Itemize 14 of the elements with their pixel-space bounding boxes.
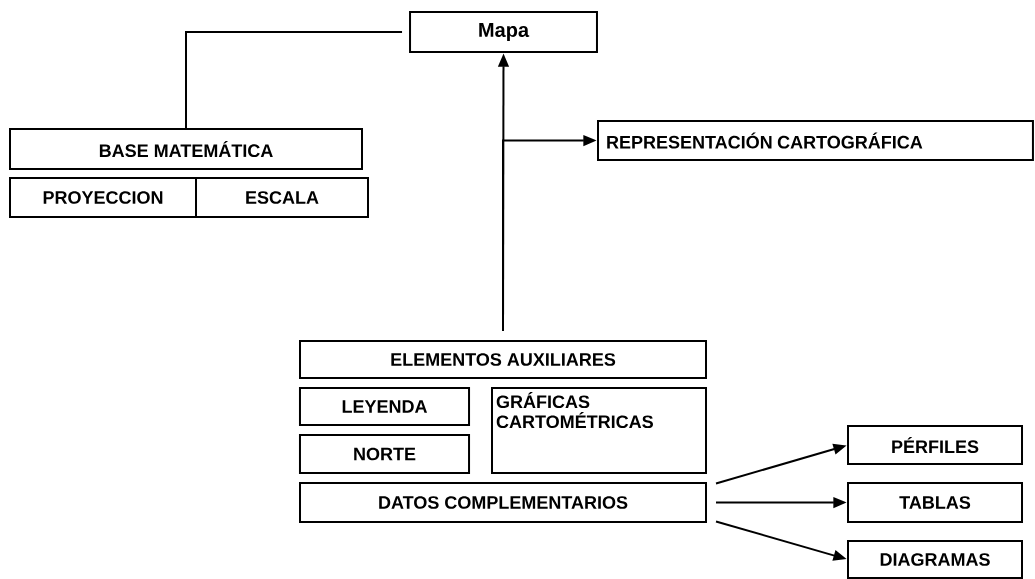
- process-box: DIAGRAMAS: [847, 539, 1023, 579]
- process-box: NORTE: [298, 434, 471, 474]
- process-box: BASE MATEMÁTICA: [9, 128, 363, 170]
- process-box: ESCALA: [195, 177, 369, 218]
- process-box: PROYECCION: [9, 177, 197, 218]
- process-box: GRÁFICAS CARTOMÉTRICAS: [491, 387, 707, 475]
- connector-line: [185, 31, 404, 130]
- title-box: Mapa: [409, 11, 598, 53]
- process-box: ELEMENTOS AUXILIARES: [299, 339, 707, 380]
- process-box: REPRESENTACIÓN CARTOGRÁFICA: [597, 120, 1034, 161]
- process-box: DATOS COMPLEMENTARIOS: [299, 482, 707, 523]
- process-box: LEYENDA: [298, 386, 471, 427]
- process-box: PÉRFILES: [847, 425, 1023, 465]
- process-box: TABLAS: [847, 482, 1023, 523]
